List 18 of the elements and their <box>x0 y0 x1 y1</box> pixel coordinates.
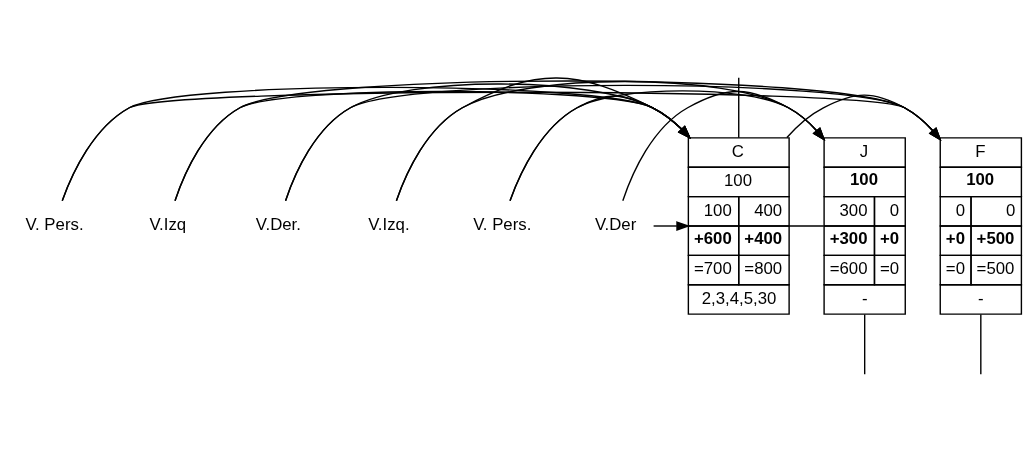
connector <box>737 77 739 139</box>
arrow <box>395 80 825 202</box>
node-text: V.Der. <box>255 215 301 235</box>
node-text: V. Pers. <box>24 215 84 235</box>
node-text: V.Der <box>594 215 636 235</box>
arrow <box>61 91 941 202</box>
connector <box>788 225 824 227</box>
arrow <box>652 221 690 231</box>
node-text: V. Pers. <box>472 215 531 235</box>
node-text: V.Izq. <box>367 215 410 235</box>
arrow <box>173 80 941 202</box>
node-text: V.Izq <box>148 215 186 235</box>
connector <box>785 94 941 141</box>
connector <box>863 313 865 375</box>
arrow <box>508 90 825 202</box>
arrow <box>621 90 825 202</box>
connector <box>979 313 982 375</box>
arrow <box>284 84 941 202</box>
